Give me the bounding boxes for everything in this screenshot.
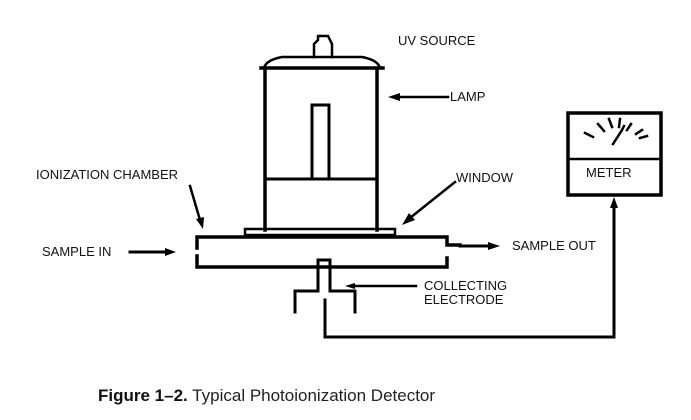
figure-title: Typical Photoionization Detector [188, 386, 436, 405]
figure-number: Figure 1–2. [98, 386, 188, 405]
lamp-element [310, 103, 331, 181]
ionization-chamber [195, 235, 462, 250]
window-label: WINDOW [456, 170, 514, 185]
ionization-chamber-bottom [195, 254, 449, 269]
window-arrow-line [408, 180, 457, 220]
uv-source-label: UV SOURCE [398, 33, 476, 48]
window-arrowhead [402, 213, 415, 225]
electrode-arrowhead [345, 283, 355, 289]
sample-out-arrowhead [488, 242, 500, 250]
sample-in-arrowhead [165, 248, 176, 256]
collecting-electrode [316, 258, 332, 269]
meter-arrowhead [610, 197, 618, 208]
electrode-housing [293, 265, 357, 314]
meter-dial-ticks [583, 117, 649, 140]
ionization-chamber-arrow-line [188, 184, 202, 222]
figure-caption: Figure 1–2. Typical Photoionization Dete… [98, 386, 435, 405]
meter-box [566, 111, 663, 197]
ionization-chamber-label: IONIZATION CHAMBER [36, 167, 178, 182]
lamp-cap-nub [312, 34, 334, 59]
collecting-label: COLLECTING [424, 278, 507, 293]
meter-needle [611, 124, 626, 146]
lamp-dome [262, 55, 382, 70]
sample-in-label: SAMPLE IN [42, 244, 111, 259]
ionization-chamber-arrowhead [196, 217, 204, 229]
sample-out-label: SAMPLE OUT [512, 238, 596, 253]
meter-label: METER [586, 165, 632, 180]
lamp-arrowhead [388, 93, 400, 101]
electrode-label: ELECTRODE [424, 292, 504, 307]
meter-wire [323, 201, 616, 339]
window-plate [243, 227, 397, 237]
lamp-label: LAMP [450, 89, 485, 104]
